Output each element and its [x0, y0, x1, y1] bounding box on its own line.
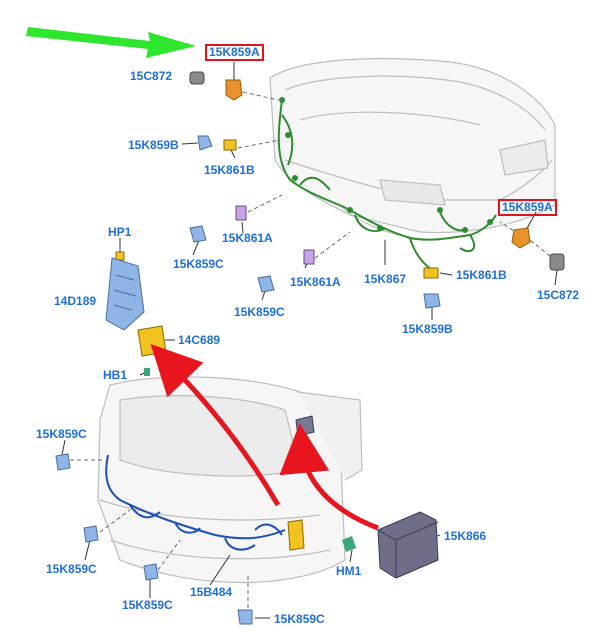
label-15K867[interactable]: 15K867 [364, 272, 407, 286]
module-14C689 [137, 325, 167, 357]
label-15K861A-upper[interactable]: 15K861A [222, 231, 273, 245]
front-leader-lines [237, 91, 551, 259]
parking-sensor-icon [197, 135, 213, 151]
hm1-connector [342, 536, 356, 552]
label-15B484[interactable]: 15B484 [190, 585, 233, 599]
parking-sensor-icon [257, 275, 275, 293]
label-rear-15K859C-mid[interactable]: 15K859C [122, 598, 173, 612]
parking-sensor-icon [237, 609, 253, 625]
harness-clips [279, 97, 493, 233]
rear-connector-yellow [287, 519, 305, 551]
connector-15K861B-left [223, 139, 237, 151]
label-14D189[interactable]: 14D189 [54, 294, 97, 308]
parking-sensor-icon [83, 525, 99, 543]
label-15C872-right[interactable]: 15C872 [537, 288, 580, 302]
green-arrow-icon [26, 27, 196, 58]
bracket-15K859A-right [511, 227, 531, 249]
rear-leader-lines [70, 459, 249, 608]
front-wiring-harness [277, 99, 497, 271]
bracket-15K859A-top [225, 79, 243, 101]
label-15K861A-lower[interactable]: 15K861A [290, 275, 341, 289]
label-15K859A-right[interactable]: 15K859A [498, 199, 557, 216]
label-15K859B-left[interactable]: 15K859B [128, 138, 179, 152]
label-15K859B-right[interactable]: 15K859B [402, 322, 453, 336]
rear-wiring-harness [105, 454, 286, 551]
parking-sensor-icon [143, 563, 159, 581]
label-15K859C-upper[interactable]: 15K859C [173, 257, 224, 271]
hp1-sensor [115, 251, 125, 261]
label-15K866[interactable]: 15K866 [444, 529, 487, 543]
label-15K859A-top[interactable]: 15K859A [205, 44, 264, 61]
label-HM1[interactable]: HM1 [336, 564, 362, 578]
label-14C689[interactable]: 14C689 [178, 333, 221, 347]
parking-sensor-icon [423, 293, 441, 309]
label-rear-15K859C-bottom[interactable]: 15K859C [274, 612, 325, 626]
parking-sensor-icon [55, 453, 71, 471]
label-HB1[interactable]: HB1 [103, 368, 128, 382]
hb1-connector [144, 368, 150, 376]
label-15K861B-right[interactable]: 15K861B [456, 268, 507, 282]
front-vehicle-body [269, 58, 556, 241]
connector-15K861A-lower [303, 249, 315, 265]
parking-sensor-icon [189, 225, 207, 243]
label-15K861B-left[interactable]: 15K861B [204, 163, 255, 177]
connector-15C872-left [189, 71, 205, 85]
control-module-icon [105, 257, 145, 331]
control-module-icon [377, 511, 439, 579]
rear-small-module [295, 415, 315, 437]
label-HP1[interactable]: HP1 [108, 225, 132, 239]
connector-15K861B-right [423, 267, 439, 279]
label-rear-15K859C-lowleft[interactable]: 15K859C [46, 562, 97, 576]
connector-15K861A-upper [235, 205, 247, 221]
label-rear-15K859C-left[interactable]: 15K859C [36, 427, 87, 441]
label-15K859C-lower[interactable]: 15K859C [234, 305, 285, 319]
connector-15C872-right [549, 253, 565, 271]
red-arrow-icon [150, 344, 379, 531]
rear-vehicle-body [97, 376, 363, 584]
label-15C872-left[interactable]: 15C872 [130, 69, 173, 83]
